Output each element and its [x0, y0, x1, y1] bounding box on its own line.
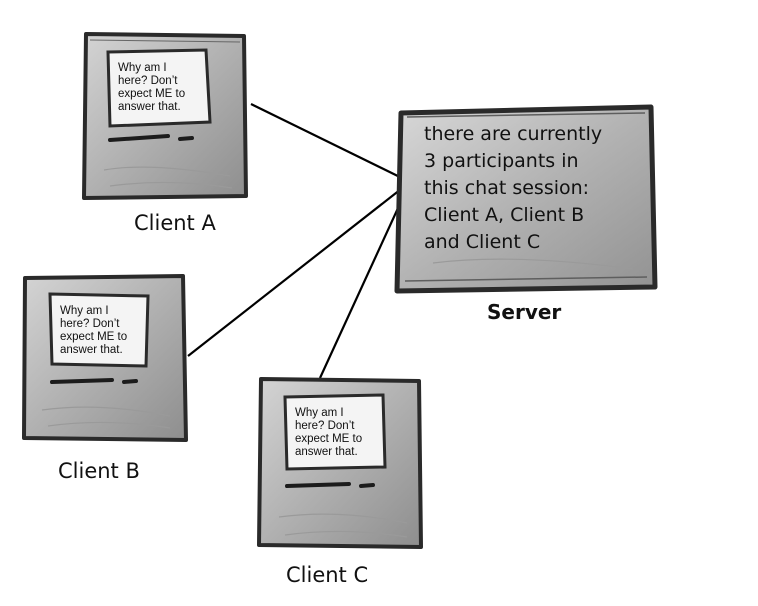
client-c-computer: Why am I here? Don’t expect ME to answer…: [255, 375, 425, 550]
link-client-c-server: [319, 181, 411, 379]
link-client-a-server: [250, 103, 411, 183]
client-screen-text: Why am I here? Don’t expect ME to answer…: [60, 305, 128, 356]
client-c-label: Client C: [286, 563, 369, 587]
computer-icon: [257, 377, 423, 549]
client-a-label: Client A: [134, 211, 216, 235]
client-screen-text: Why am I here? Don’t expect ME to answer…: [118, 62, 186, 113]
client-b-computer: Why am I here? Don’t expect ME to answer…: [20, 272, 190, 442]
link-client-b-server: [187, 181, 411, 357]
computer-icon: [22, 274, 188, 442]
client-b-label: Client B: [58, 459, 140, 483]
server-box: there are currently 3 participants in th…: [393, 103, 658, 295]
server-message: there are currently 3 participants in th…: [424, 123, 603, 253]
server-icon: [394, 104, 658, 294]
server-label: Server: [487, 300, 562, 324]
client-screen-text: Why am I here? Don’t expect ME to answer…: [295, 407, 363, 458]
computer-icon: [82, 32, 248, 200]
client-a-computer: Why am I here? Don’t expect ME to answer…: [80, 30, 250, 200]
